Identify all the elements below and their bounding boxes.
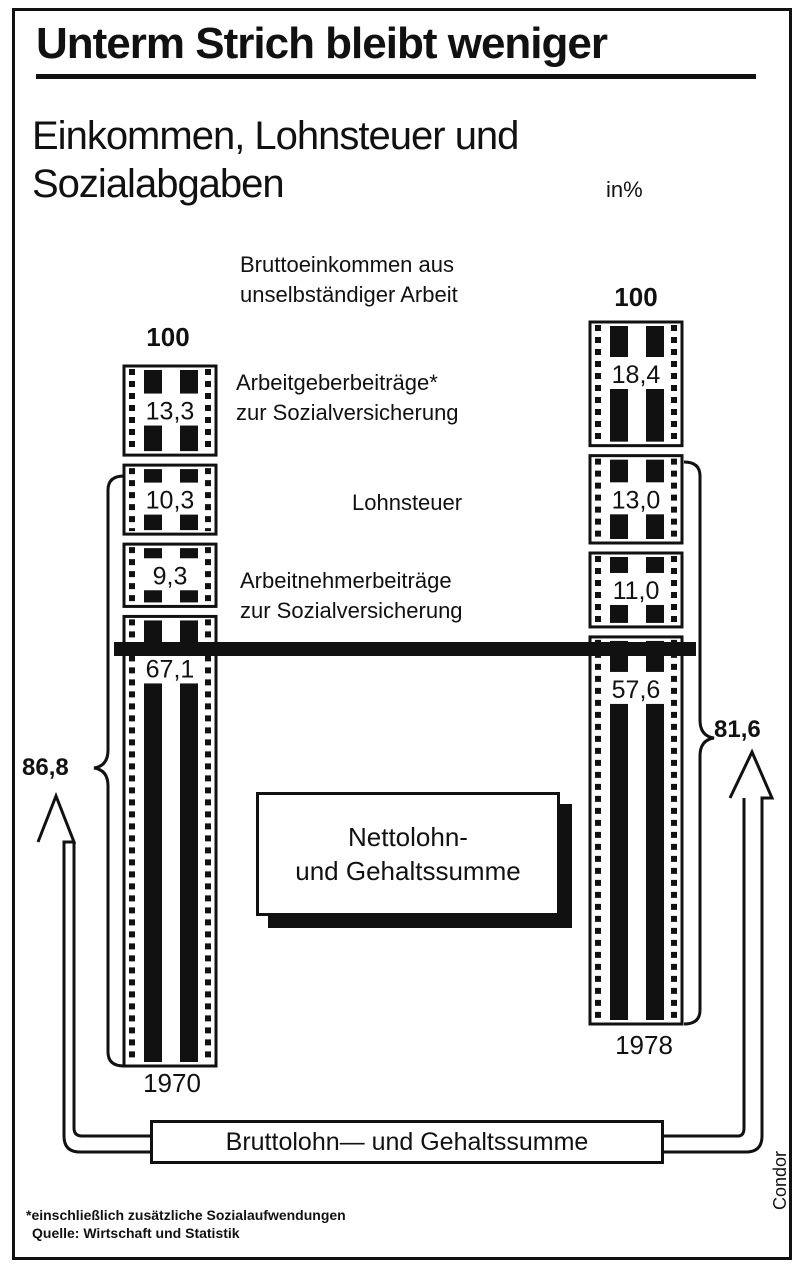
- bracket-label-1970: 86,8: [22, 754, 69, 781]
- bracket-1978: [683, 460, 715, 1026]
- bracket-label-1978: 81,6: [714, 716, 761, 743]
- bar-1970-segment-4-film-strip-right: [180, 620, 198, 1062]
- year-label-1978: 1978: [615, 1030, 673, 1060]
- bar-1978-segment-3-label-bg: [602, 572, 670, 605]
- legend-arbeitgeber: Arbeitgeberbeiträge* zur Sozialversicher…: [236, 368, 459, 428]
- legend-arbeitnehmer: Arbeitnehmerbeiträge zur Sozialversicher…: [240, 566, 463, 626]
- legend-netto-box: Nettolohn- und Gehaltssumme: [256, 792, 560, 916]
- value-label-1970-segment-1: 13,3: [146, 398, 195, 426]
- bar-1970-segment-1-label-bg: [136, 393, 204, 426]
- unit-label: in%: [606, 177, 643, 202]
- footnote: *einschließlich zusätzliche Sozialaufwen…: [26, 1206, 346, 1242]
- legend-lohnsteuer: Lohnsteuer: [352, 490, 463, 515]
- value-label-1978-segment-4: 57,6: [612, 676, 661, 704]
- value-label-1970-segment-2: 10,3: [146, 487, 195, 515]
- top-label-line-2: unselbständiger Arbeit: [240, 282, 458, 307]
- total-label-1978: 100: [614, 282, 658, 312]
- arrow-1978: [660, 748, 775, 1154]
- value-label-1978-segment-3: 11,0: [613, 577, 660, 605]
- legend-arbeitnehmer-line-2: zur Sozialversicherung: [240, 598, 463, 623]
- legend-arbeitnehmer-line-1: Arbeitnehmerbeiträge: [240, 568, 452, 593]
- bar-1970-segment-3-label-bg: [136, 558, 204, 591]
- bar-1970-segment-4-label-bg: [136, 651, 204, 684]
- bar-1978-segment-2-label-bg: [602, 482, 670, 515]
- top-label-line-1: Bruttoeinkommen aus: [240, 252, 454, 277]
- chart-title: Unterm Strich bleibt weniger: [36, 19, 608, 68]
- bar-1970-segment-4-film-strip-left: [144, 620, 162, 1062]
- bar-1978-segment-4-film-strip-left: [610, 640, 628, 1020]
- top-label: Bruttoeinkommen aus unselbständiger Arbe…: [240, 250, 458, 310]
- arrow-1970: [36, 791, 154, 1154]
- bar-1978-segment-4-label-bg: [602, 671, 670, 704]
- value-label-1970-segment-4: 67,1: [146, 655, 195, 683]
- bracket-name-box: Bruttolohn— und Gehaltssumme: [150, 1120, 664, 1164]
- total-label-1970: 100: [146, 322, 190, 352]
- title-underline: [36, 74, 756, 79]
- bracket-1970: [93, 474, 125, 1068]
- separator-line: [114, 642, 696, 656]
- credit-label: Condor: [770, 1150, 790, 1210]
- value-label-1978-segment-1: 18,4: [612, 361, 661, 389]
- chart-subtitle: Einkommen, Lohnsteuer und Sozialabgaben i…: [32, 112, 643, 214]
- footnote-line-2: Quelle: Wirtschaft und Statistik: [32, 1225, 240, 1241]
- legend-netto-line-1: Nettolohn-: [348, 822, 468, 852]
- year-label-1970: 1970: [143, 1068, 201, 1098]
- subtitle-text: Einkommen, Lohnsteuer und Sozialabgaben: [32, 114, 519, 206]
- legend-arbeitgeber-line-1: Arbeitgeberbeiträge*: [236, 370, 438, 395]
- value-label-1970-segment-3: 9,3: [153, 562, 188, 590]
- value-label-1978-segment-2: 13,0: [612, 486, 661, 514]
- legend-arbeitgeber-line-2: zur Sozialversicherung: [236, 400, 459, 425]
- chart-frame: [12, 8, 792, 1260]
- bar-1978-segment-1-label-bg: [602, 357, 670, 389]
- bar-1970-segment-2-label-bg: [136, 482, 204, 515]
- legend-netto-line-2: und Gehaltssumme: [295, 856, 521, 886]
- bar-1978-segment-4-film-strip-right: [646, 640, 664, 1020]
- bar-1970-segment-4: [122, 614, 218, 1068]
- footnote-line-1: *einschließlich zusätzliche Sozialaufwen…: [26, 1207, 346, 1223]
